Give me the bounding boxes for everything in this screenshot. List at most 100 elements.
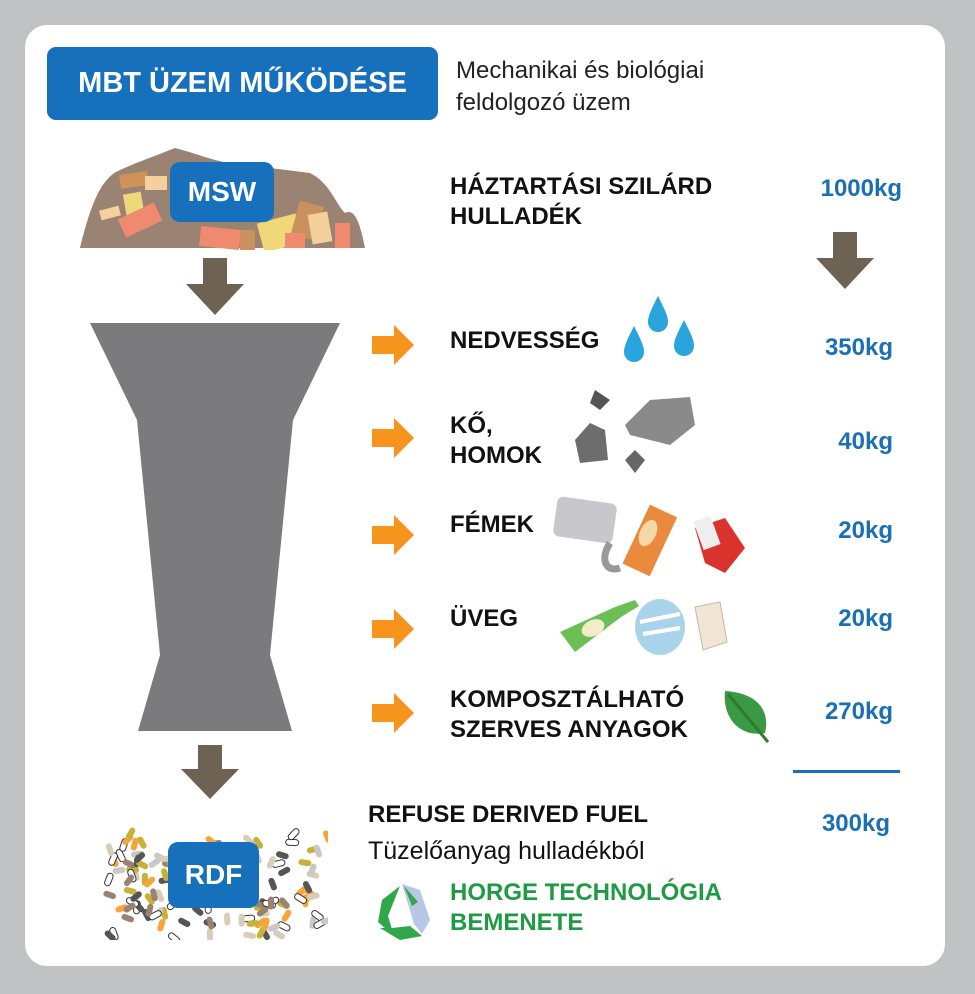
rdf-granule bbox=[133, 852, 146, 863]
rdf-granule bbox=[108, 852, 118, 866]
rdf-granule bbox=[148, 858, 161, 868]
horge-input-label: HORGE TECHNOLÓGIA BEMENETE bbox=[450, 878, 722, 938]
rdf-granule bbox=[224, 912, 231, 926]
output-label-line-2: SZERVES ANYAGOK bbox=[450, 716, 688, 743]
water-drops-icon bbox=[624, 296, 694, 362]
rdf-granule bbox=[313, 844, 323, 858]
rdf-granule bbox=[144, 876, 156, 888]
rdf-granule bbox=[268, 896, 275, 910]
rdf-granule bbox=[112, 866, 126, 875]
rdf-granule bbox=[167, 932, 181, 940]
rdf-granule bbox=[161, 868, 170, 882]
rdf-title: REFUSE DERIVED FUEL bbox=[368, 801, 649, 828]
output-label-line-2: HOMOK bbox=[450, 442, 542, 469]
rdf-granule bbox=[136, 859, 149, 870]
rdf-granule bbox=[276, 851, 289, 860]
rdf-granule bbox=[137, 836, 147, 849]
rdf-badge: RDF bbox=[168, 842, 259, 908]
rdf-granule bbox=[273, 929, 286, 940]
rdf-granule bbox=[268, 877, 277, 891]
rdf-granule bbox=[262, 917, 270, 931]
orange-arrow-right-icon bbox=[372, 325, 414, 370]
rdf-subtitle: Tüzelőanyag hulladékból bbox=[368, 837, 645, 865]
output-label-line-1: FÉMEK bbox=[450, 511, 534, 538]
rdf-granule bbox=[105, 843, 114, 856]
rdf-granule bbox=[122, 859, 136, 869]
subtitle-line-2: feldolgozó üzem bbox=[456, 89, 631, 116]
input-label-line-1: HÁZTARTÁSI SZILÁRD bbox=[450, 173, 713, 200]
rdf-granule bbox=[253, 836, 264, 849]
rdf-granule bbox=[155, 889, 165, 902]
rdf-granule bbox=[123, 887, 137, 895]
rdf-granule bbox=[145, 903, 154, 917]
sum-divider bbox=[793, 770, 900, 773]
rdf-granule bbox=[123, 874, 135, 887]
rdf-granule bbox=[130, 837, 139, 851]
leaf-icon bbox=[724, 691, 770, 743]
rdf-granule bbox=[104, 930, 116, 940]
rdf-granule bbox=[281, 909, 292, 922]
rdf-granule bbox=[279, 897, 290, 909]
output-value: 40kg bbox=[838, 428, 893, 455]
input-value: 1000kg bbox=[820, 175, 902, 202]
rdf-granule bbox=[306, 892, 320, 901]
rdf-granule bbox=[123, 902, 136, 913]
rdf-granule bbox=[278, 866, 291, 877]
rdf-granule bbox=[287, 828, 300, 841]
rdf-granule bbox=[266, 856, 276, 869]
output-value: 350kg bbox=[824, 334, 893, 361]
rdf-value: 300kg bbox=[821, 810, 890, 837]
rdf-granule bbox=[322, 830, 328, 843]
rdf-granule bbox=[103, 890, 116, 900]
orange-arrow-right-icon bbox=[372, 609, 414, 654]
orange-arrow-right-icon bbox=[372, 693, 414, 738]
output-label-line-1: NEDVESSÉG bbox=[450, 327, 600, 354]
input-label: HÁZTARTÁSI SZILÁRD HULLADÉK bbox=[450, 172, 712, 232]
rdf-granule bbox=[256, 906, 269, 917]
rdf-granule bbox=[267, 923, 281, 932]
recycle-icon bbox=[378, 884, 430, 940]
stones-icon bbox=[575, 390, 695, 473]
orange-arrow-right-icon bbox=[372, 418, 414, 463]
output-value: 20kg bbox=[838, 517, 893, 544]
rdf-granule bbox=[307, 863, 317, 877]
glass-bottles-icon bbox=[560, 599, 728, 655]
rdf-granule bbox=[302, 881, 313, 894]
output-label-line-1: KOMPOSZTÁLHATÓ bbox=[450, 686, 685, 713]
output-label: ÜVEG bbox=[450, 604, 518, 634]
rdf-granule bbox=[206, 916, 215, 930]
funnel-separator bbox=[90, 323, 340, 731]
orange-arrow-right-icon bbox=[372, 515, 414, 560]
rdf-granule bbox=[178, 917, 191, 928]
output-value: 270kg bbox=[824, 698, 893, 725]
rdf-granule bbox=[243, 931, 257, 940]
rdf-granule bbox=[144, 893, 155, 905]
rdf-granule bbox=[130, 891, 142, 902]
rdf-granule bbox=[150, 888, 158, 902]
rdf-granule bbox=[238, 913, 245, 927]
arrow-down-icon bbox=[816, 232, 874, 289]
rdf-granule bbox=[104, 872, 114, 887]
horge-line-1: HORGE TECHNOLÓGIA bbox=[450, 879, 723, 906]
metal-cans-icon bbox=[553, 496, 745, 577]
rdf-granule bbox=[246, 920, 260, 927]
msw-badge: MSW bbox=[170, 162, 274, 222]
output-label-line-1: KŐ, bbox=[450, 412, 493, 439]
rdf-granule bbox=[294, 893, 308, 904]
rdf-granule bbox=[125, 827, 136, 840]
output-label: FÉMEK bbox=[450, 510, 534, 540]
rdf-granule bbox=[321, 916, 328, 925]
page-title: MBT ÜZEM MŰKÖDÉSE bbox=[47, 47, 438, 120]
rdf-granule bbox=[298, 859, 312, 867]
arrow-down-icon bbox=[181, 745, 239, 799]
rdf-granule bbox=[121, 913, 135, 923]
page-subtitle: Mechanikai és biológiai feldolgozó üzem bbox=[456, 55, 704, 119]
rdf-granule bbox=[206, 928, 213, 940]
output-label: KOMPOSZTÁLHATÓ SZERVES ANYAGOK bbox=[450, 685, 688, 745]
arrow-down-icon bbox=[186, 258, 244, 315]
rdf-granule bbox=[157, 855, 171, 862]
output-label: KŐ, HOMOK bbox=[450, 411, 542, 471]
output-label: NEDVESSÉG bbox=[450, 326, 599, 356]
output-label-line-1: ÜVEG bbox=[450, 605, 519, 632]
output-value: 20kg bbox=[838, 605, 893, 632]
